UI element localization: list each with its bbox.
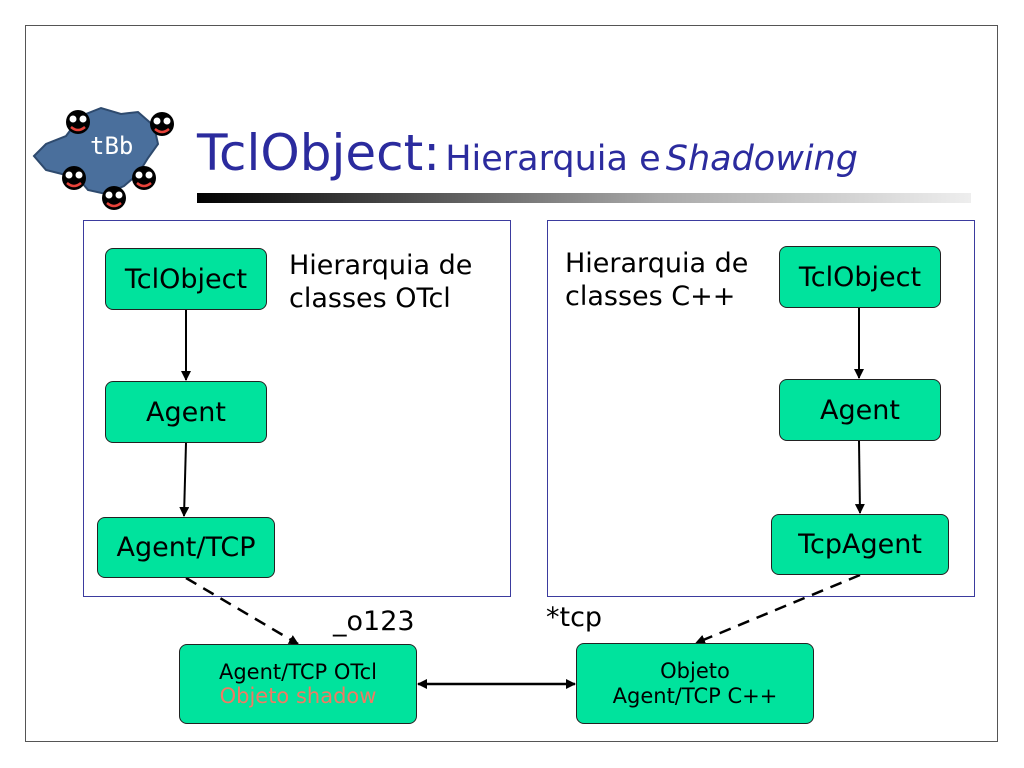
tbb-logo: tBb — [32, 106, 174, 210]
cpp-panel — [547, 220, 975, 597]
dashed-arrow-otcl-to-object — [185, 576, 299, 646]
slide-frame — [25, 25, 998, 742]
logo-text: tBb — [90, 132, 133, 160]
otcl-label-line2: classes OTcl — [289, 282, 451, 314]
title-gradient-bar — [197, 193, 971, 203]
cpp-label-line1: Hierarquia de — [565, 248, 749, 279]
smiley-icon-3 — [62, 166, 86, 190]
smiley-icon-2 — [150, 112, 174, 136]
otcl-node-agent: Agent — [105, 381, 267, 443]
otcl-object-box: Agent/TCP OTcl Objeto shadow — [179, 644, 417, 724]
otcl-panel — [83, 220, 511, 597]
cpp-node-agent: Agent — [779, 379, 941, 441]
arrow-otcl-agent-agenttcp — [179, 442, 190, 517]
cpp-hierarchy-label: Hierarquia de classes C++ — [565, 248, 748, 314]
otcl-node-agent-tcp: Agent/TCP — [97, 517, 275, 578]
handle-label: _o123 — [333, 606, 415, 637]
title-main: TclObject: — [197, 124, 441, 182]
cpp-object-line1: Objeto — [660, 659, 730, 684]
cpp-node-tclobject: TclObject — [779, 246, 941, 308]
otcl-hierarchy-label: Hierarquia de classes OTcl — [289, 250, 472, 316]
smiley-icon-5 — [102, 186, 126, 210]
otcl-object-shadow-label: Objeto shadow — [219, 684, 377, 708]
smiley-icon-1 — [66, 110, 90, 134]
title-italic: Shadowing — [665, 139, 858, 179]
cpp-node-tcpagent: TcpAgent — [771, 514, 949, 575]
otcl-label-line1: Hierarquia de — [289, 250, 473, 281]
arrow-cpp-agent-tcpagent — [854, 440, 865, 514]
page-title: TclObject: Hierarquia e Shadowing — [197, 128, 858, 178]
cpp-object-box: Objeto Agent/TCP C++ — [576, 643, 814, 724]
cpp-label-line2: classes C++ — [565, 280, 736, 312]
smiley-icon-4 — [132, 166, 156, 190]
title-sub: Hierarquia e — [445, 139, 661, 179]
dashed-arrow-cpp-to-object — [695, 573, 861, 645]
pointer-label: *tcp — [546, 602, 603, 633]
cpp-object-line2: Agent/TCP C++ — [612, 683, 778, 708]
otcl-node-tclobject: TclObject — [105, 248, 267, 310]
otcl-object-line1: Agent/TCP OTcl — [218, 659, 377, 684]
